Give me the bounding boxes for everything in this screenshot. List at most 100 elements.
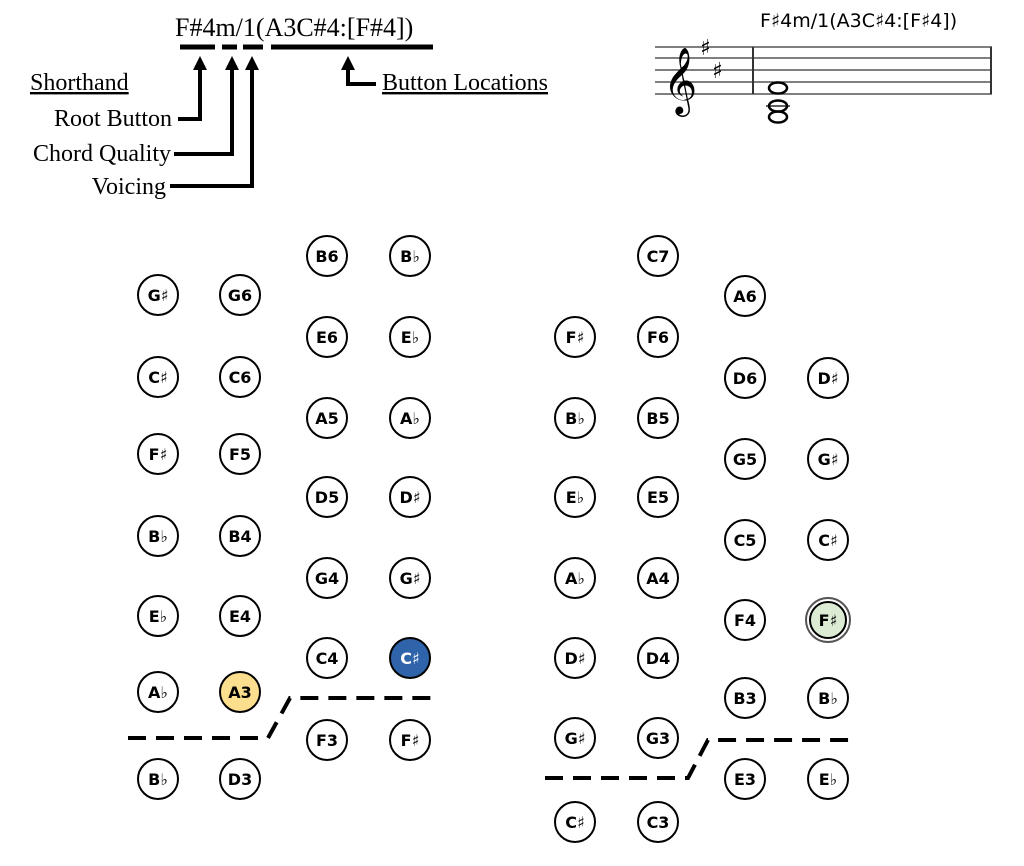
button-circle[interactable] [219, 356, 261, 398]
button-circle[interactable] [554, 476, 596, 518]
note-button-right[interactable]: C♯ [554, 801, 596, 843]
note-button-left[interactable]: B♭ [137, 758, 179, 800]
note-button-left[interactable]: C♯ [137, 356, 179, 398]
note-button-right[interactable]: A♭ [554, 557, 596, 599]
button-circle[interactable] [637, 316, 679, 358]
note-button-left[interactable]: E♭ [389, 316, 431, 358]
button-circle[interactable] [306, 637, 348, 679]
note-button-left[interactable]: A♭ [137, 671, 179, 713]
note-button-left[interactable]: B6 [306, 235, 348, 277]
note-button-right[interactable]: G♯ [807, 438, 849, 480]
note-button-right[interactable]: D♯ [554, 637, 596, 679]
button-circle[interactable] [137, 758, 179, 800]
note-button-left[interactable]: A5 [306, 397, 348, 439]
note-button-right[interactable]: G♯ [554, 717, 596, 759]
button-circle[interactable] [306, 316, 348, 358]
button-circle[interactable] [219, 515, 261, 557]
button-circle[interactable] [137, 356, 179, 398]
button-circle[interactable] [389, 316, 431, 358]
note-button-left[interactable]: G6 [219, 274, 261, 316]
button-circle[interactable] [306, 557, 348, 599]
note-button-left[interactable]: G♯ [137, 274, 179, 316]
note-button-left[interactable]: C6 [219, 356, 261, 398]
button-circle[interactable] [554, 316, 596, 358]
button-circle[interactable] [637, 235, 679, 277]
note-button-left[interactable]: E6 [306, 316, 348, 358]
button-circle[interactable] [807, 677, 849, 719]
note-button-left[interactable]: G4 [306, 557, 348, 599]
button-circle[interactable] [724, 599, 766, 641]
button-circle[interactable] [637, 801, 679, 843]
note-button-left[interactable]: C4 [306, 637, 348, 679]
note-button-left[interactable]: F5 [219, 433, 261, 475]
button-circle[interactable] [554, 801, 596, 843]
note-button-right[interactable]: D♯ [807, 357, 849, 399]
note-button-right[interactable]: E♭ [807, 758, 849, 800]
note-button-right[interactable]: D4 [637, 637, 679, 679]
note-button-right[interactable]: B5 [637, 397, 679, 439]
note-button-left[interactable]: A♭ [389, 397, 431, 439]
button-circle[interactable] [637, 637, 679, 679]
button-circle[interactable] [306, 235, 348, 277]
note-button-left[interactable]: F♯ [137, 433, 179, 475]
note-button-right[interactable]: G3 [637, 717, 679, 759]
button-circle[interactable] [807, 519, 849, 561]
button-circle[interactable] [807, 438, 849, 480]
button-circle[interactable] [554, 637, 596, 679]
note-button-left[interactable]: B♭ [389, 235, 431, 277]
note-button-left[interactable]: A3 [219, 671, 261, 713]
note-button-right[interactable]: C3 [637, 801, 679, 843]
button-circle[interactable] [137, 515, 179, 557]
note-button-right[interactable]: F6 [637, 316, 679, 358]
note-button-left[interactable]: D5 [306, 476, 348, 518]
button-circle[interactable] [389, 397, 431, 439]
button-circle[interactable] [724, 519, 766, 561]
note-button-right[interactable]: F♯ [805, 597, 851, 643]
button-circle[interactable] [724, 677, 766, 719]
button-circle[interactable] [219, 595, 261, 637]
button-circle[interactable] [724, 758, 766, 800]
note-button-right[interactable]: G5 [724, 438, 766, 480]
button-circle[interactable] [389, 637, 431, 679]
button-circle[interactable] [554, 557, 596, 599]
button-circle[interactable] [137, 433, 179, 475]
note-button-left[interactable]: F3 [306, 719, 348, 761]
note-button-left[interactable]: C♯ [389, 637, 431, 679]
button-circle[interactable] [219, 274, 261, 316]
button-circle[interactable] [724, 275, 766, 317]
button-circle[interactable] [137, 595, 179, 637]
note-button-right[interactable]: E5 [637, 476, 679, 518]
note-button-left[interactable]: E4 [219, 595, 261, 637]
button-circle[interactable] [724, 357, 766, 399]
note-button-right[interactable]: C5 [724, 519, 766, 561]
button-circle[interactable] [219, 758, 261, 800]
button-circle[interactable] [637, 476, 679, 518]
note-button-left[interactable]: B♭ [137, 515, 179, 557]
note-button-right[interactable]: A4 [637, 557, 679, 599]
button-circle[interactable] [219, 671, 261, 713]
button-circle[interactable] [137, 274, 179, 316]
note-button-right[interactable]: A6 [724, 275, 766, 317]
note-button-right[interactable]: F4 [724, 599, 766, 641]
note-button-right[interactable]: B♭ [807, 677, 849, 719]
note-button-left[interactable]: F♯ [389, 719, 431, 761]
button-circle[interactable] [389, 557, 431, 599]
button-circle[interactable] [724, 438, 766, 480]
button-circle[interactable] [389, 476, 431, 518]
button-circle[interactable] [554, 397, 596, 439]
note-button-left[interactable]: D3 [219, 758, 261, 800]
note-button-right[interactable]: C♯ [807, 519, 849, 561]
button-circle[interactable] [389, 719, 431, 761]
button-circle[interactable] [306, 397, 348, 439]
button-circle[interactable] [306, 719, 348, 761]
note-button-right[interactable]: E♭ [554, 476, 596, 518]
note-button-left[interactable]: E♭ [137, 595, 179, 637]
button-circle[interactable] [554, 717, 596, 759]
note-button-left[interactable]: B4 [219, 515, 261, 557]
note-button-right[interactable]: D6 [724, 357, 766, 399]
button-circle[interactable] [809, 601, 847, 639]
button-circle[interactable] [306, 476, 348, 518]
button-circle[interactable] [137, 671, 179, 713]
note-button-right[interactable]: B♭ [554, 397, 596, 439]
button-circle[interactable] [389, 235, 431, 277]
